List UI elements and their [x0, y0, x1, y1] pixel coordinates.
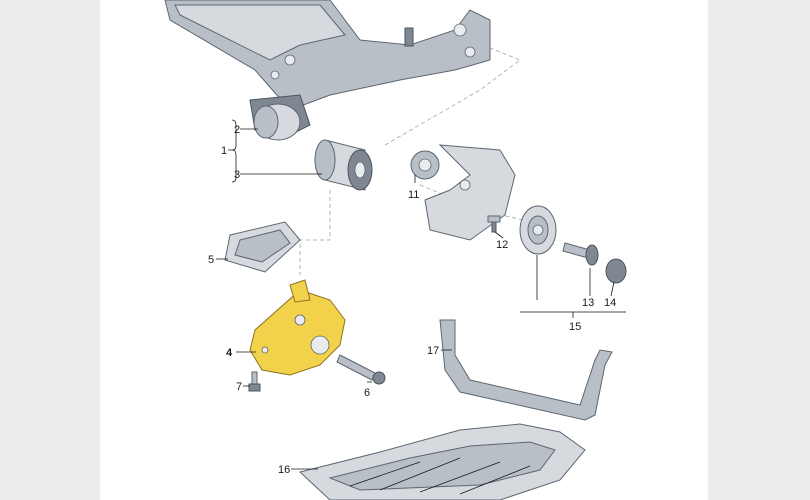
label-4: 4 [226, 347, 233, 359]
wheel-hub [519, 205, 557, 255]
label-7: 7 [236, 381, 242, 393]
label-1: 1 [221, 145, 227, 157]
label-6: 6 [364, 387, 370, 399]
brace-bracket-part-17 [439, 319, 613, 421]
bolt-part-12 [487, 215, 501, 233]
label-13: 13 [582, 297, 594, 309]
bolt-part-7 [248, 371, 261, 392]
label-11: 11 [408, 189, 419, 201]
underbody-panel-part-16 [298, 423, 586, 500]
label-14: 14 [604, 297, 616, 309]
mounting-bracket-part-4 [249, 279, 346, 376]
bolt-part-6 [336, 354, 386, 385]
brake-shield-assembly [410, 144, 516, 241]
label-2: 2 [234, 124, 240, 136]
label-3: 3 [234, 169, 240, 181]
bushing-part-3 [314, 139, 373, 191]
diagram-sheet [100, 0, 708, 500]
label-17: 17 [427, 345, 439, 357]
label-12: 12 [496, 239, 508, 251]
rubber-pad-part-5 [224, 221, 301, 273]
dust-cap-part-14 [605, 258, 627, 284]
part-labels: 2 1 3 5 4 7 6 11 12 13 14 15 17 16 [208, 124, 616, 476]
bushing-part-2 [253, 103, 301, 141]
label-5: 5 [208, 254, 214, 266]
rear-axle-beam [164, 0, 491, 141]
label-15: 15 [569, 321, 581, 333]
label-16: 16 [278, 464, 290, 476]
hub-bolt-part-13 [562, 242, 599, 266]
leader-lines [216, 119, 626, 470]
